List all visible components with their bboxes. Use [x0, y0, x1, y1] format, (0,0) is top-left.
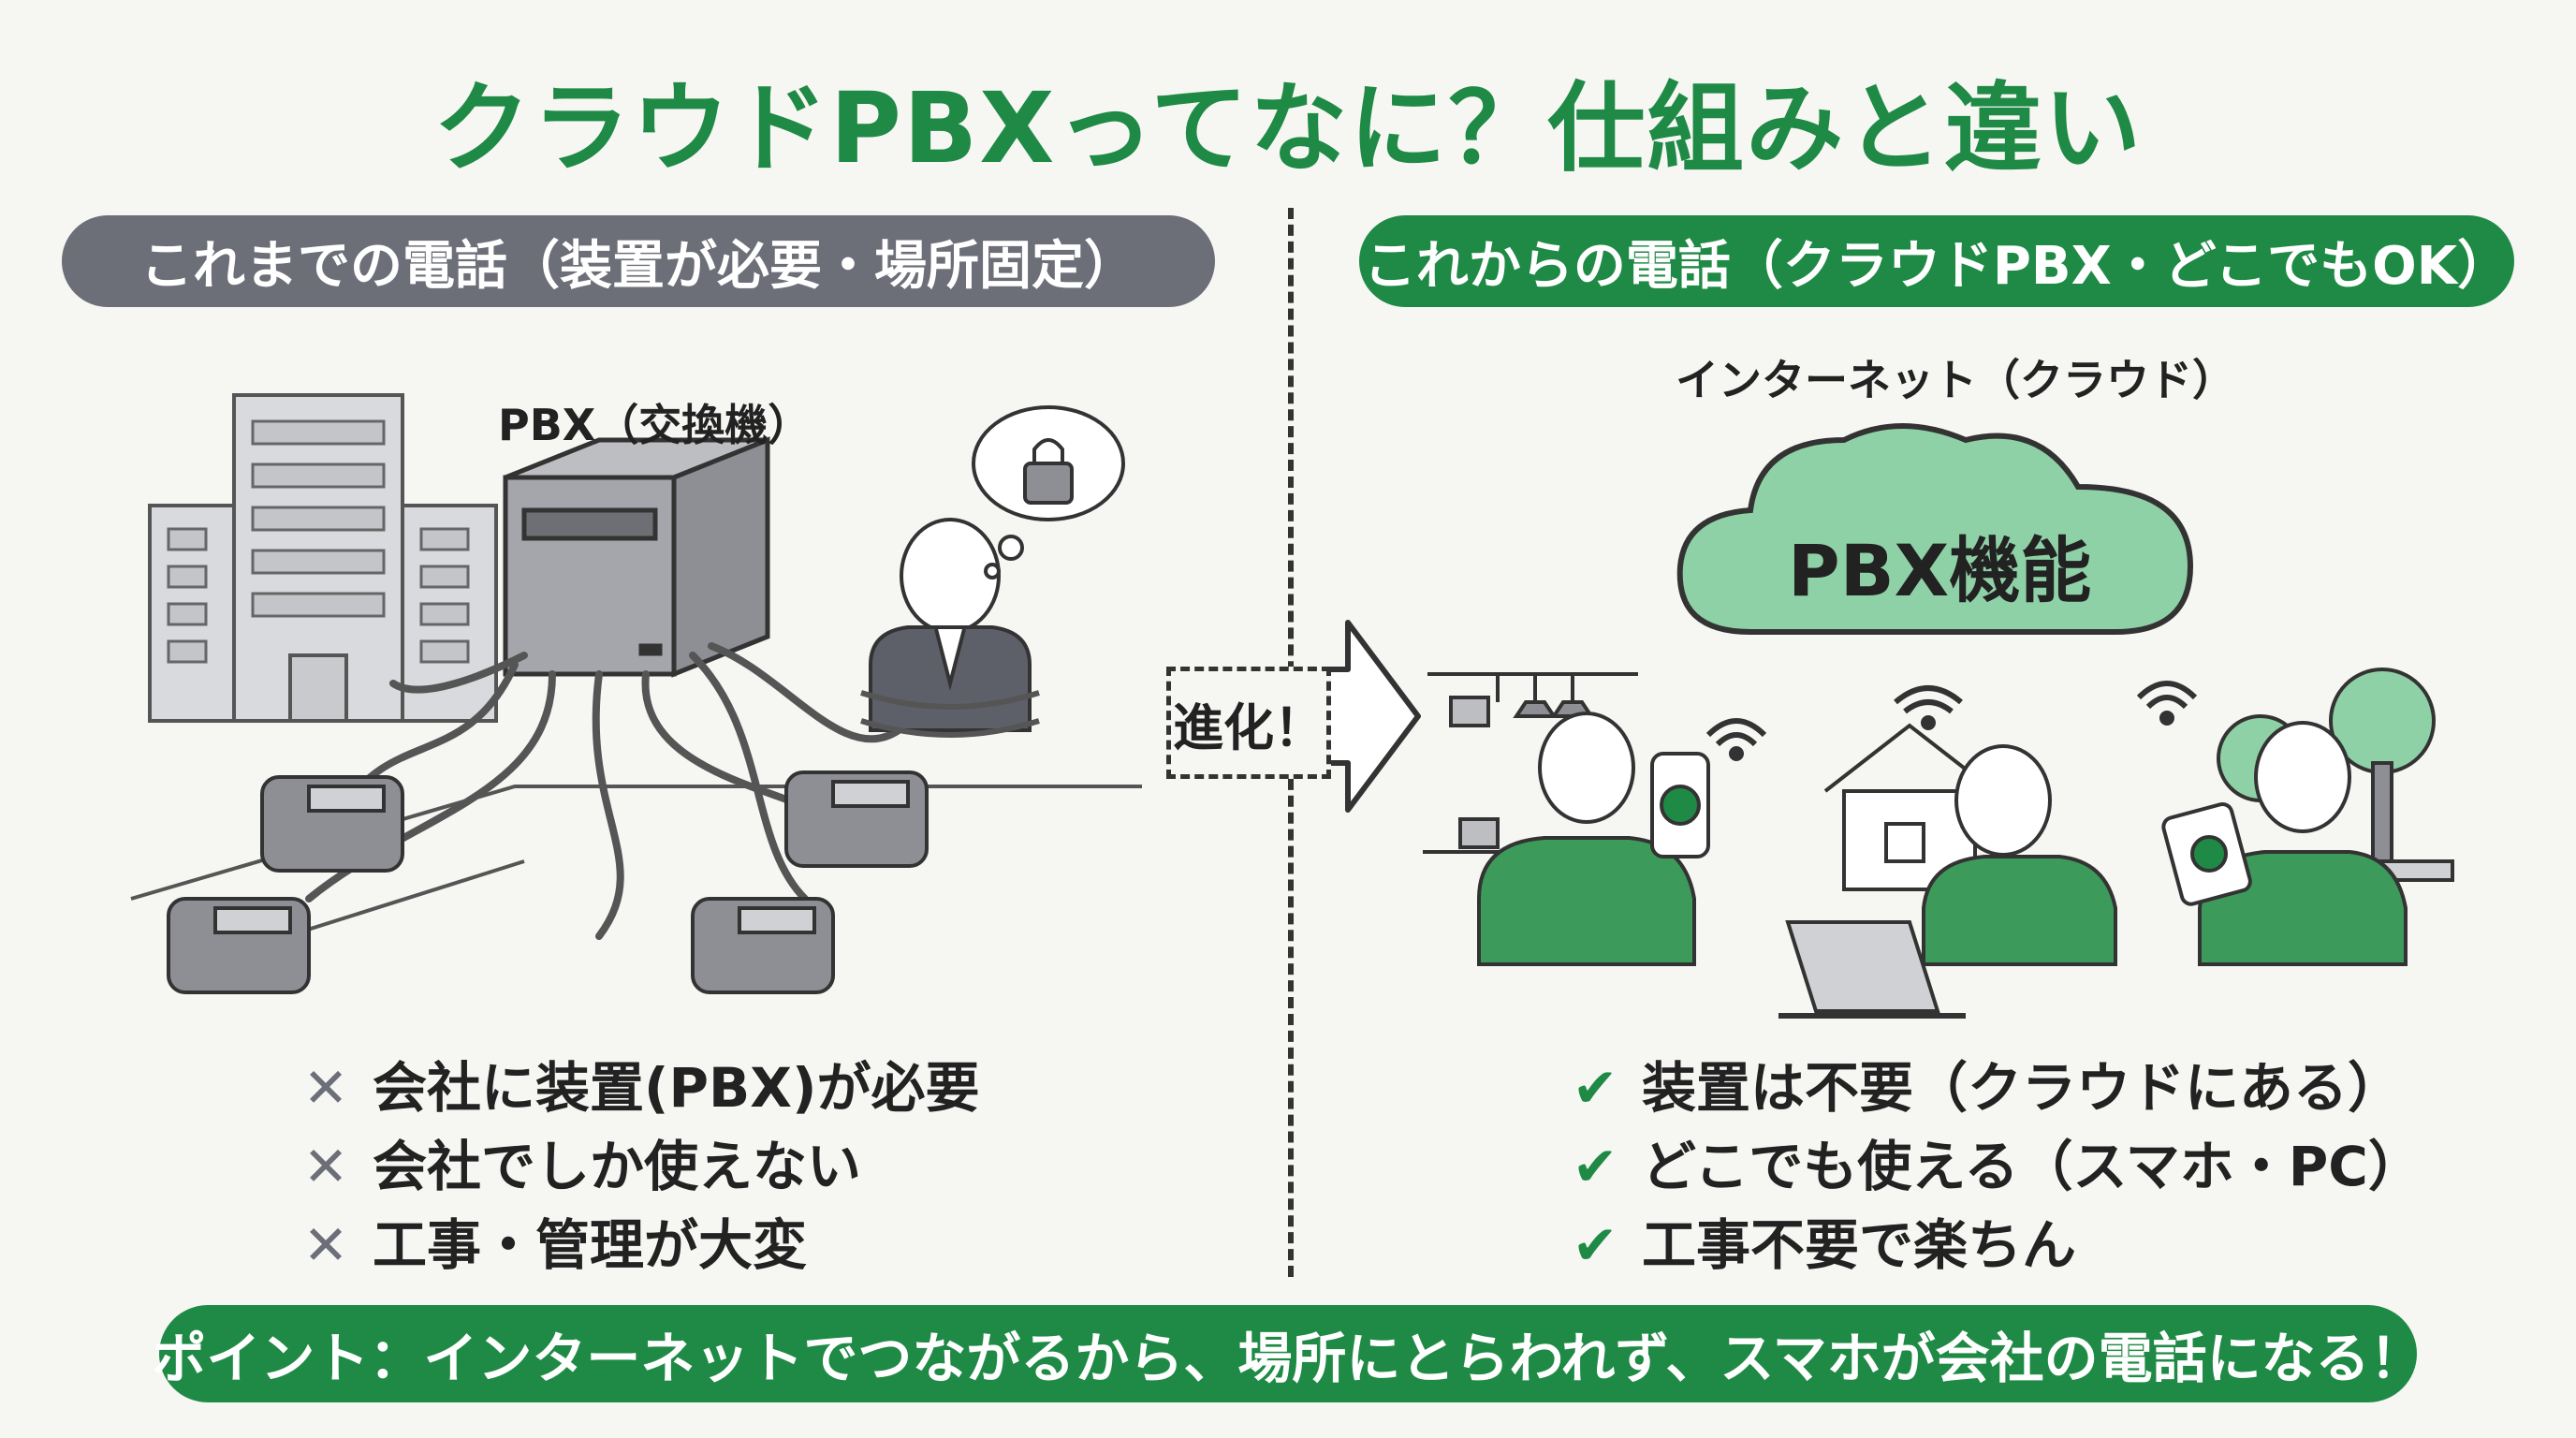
restricted-worker-figure: [860, 518, 1040, 738]
cafe-scene: [1423, 672, 1638, 854]
page-title: クラウドPBXってなに？仕組みと違い: [432, 71, 2144, 185]
old-drawbacks-list: ✕ 会社に装置(PBX)が必要 ✕ 会社でしか使えない ✕ 工事・管理が大変: [296, 1049, 980, 1284]
desk-phone-icons: [167, 770, 929, 994]
check-icon: ✔: [1572, 1056, 1618, 1120]
new-phone-header: これからの電話（クラウドPBX・どこでもOK）: [1359, 215, 2514, 307]
old-phone-header: これまでの電話（装置が必要・場所固定）: [62, 215, 1215, 307]
list-item: ✕ 会社でしか使えない: [296, 1127, 979, 1206]
pbx-unit-icon: [503, 436, 770, 678]
remote-workers-illustration: [1423, 668, 2454, 1019]
key-point-banner: ポイント：インターネットでつながるから、場所にとらわれず、スマホが会社の電話にな…: [152, 1305, 2424, 1402]
wifi-icon-right: [2136, 681, 2198, 726]
benefit-text: 工事不要で楽ちん: [1642, 1213, 2077, 1277]
evolution-label: 進化！: [1166, 667, 1331, 779]
benefit-text: どこでも使える（スマホ・PC）: [1642, 1135, 2422, 1198]
wifi-icon-center: [1894, 685, 1963, 730]
evolution-arrow-icon: [1310, 620, 1421, 813]
list-item: ✕ 工事・管理が大変: [296, 1206, 979, 1284]
list-item: ✕ 会社に装置(PBX)が必要: [296, 1049, 980, 1127]
drawback-text: 工事・管理が大変: [373, 1213, 808, 1277]
cross-icon: ✕: [302, 1135, 349, 1198]
check-icon: ✔: [1572, 1135, 1618, 1198]
list-item: ✔ どこでも使える（スマホ・PC）: [1565, 1127, 2422, 1206]
tangled-cables: [305, 642, 902, 940]
check-icon: ✔: [1572, 1213, 1618, 1277]
new-benefits-list: ✔ 装置は不要（クラウドにある） ✔ どこでも使える（スマホ・PC） ✔ 工事不…: [1565, 1049, 2422, 1284]
cloud-pbx-icon: [1676, 423, 2194, 635]
home-scene: [1778, 723, 2117, 1019]
cloud-pbx-label: PBX機能: [1788, 529, 2092, 612]
cross-icon: ✕: [302, 1213, 349, 1277]
old-office-illustration: [130, 393, 1142, 994]
wifi-icon-left: [1705, 718, 1767, 761]
pbx-label: PBX（交換機）: [498, 400, 812, 450]
park-scene: [2161, 668, 2454, 966]
drawback-text: 会社に装置(PBX)が必要: [373, 1056, 980, 1120]
lock-thought-bubble: [972, 405, 1125, 580]
phone-user-figure: [1477, 712, 1710, 966]
list-item: ✔ 装置は不要（クラウドにある）: [1565, 1049, 2422, 1127]
cloud-caption: インターネット（クラウド）: [1676, 355, 2235, 405]
benefit-text: 装置は不要（クラウドにある）: [1642, 1056, 2403, 1120]
drawback-text: 会社でしか使えない: [373, 1135, 862, 1198]
list-item: ✔ 工事不要で楽ちん: [1565, 1206, 2422, 1284]
cross-icon: ✕: [302, 1056, 349, 1120]
